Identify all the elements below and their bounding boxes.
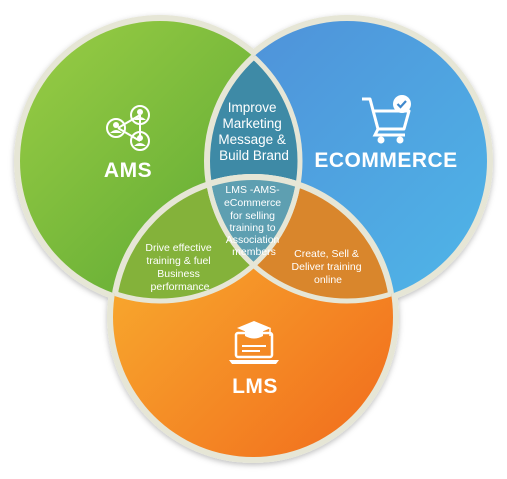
ams-label: AMS: [104, 159, 152, 182]
ecommerce-label: ECOMMERCE: [314, 149, 457, 172]
lms-label: LMS: [232, 375, 278, 398]
overlap-ecommerce-lms-label: Create, Sell & Deliver training online: [292, 248, 365, 286]
laptop-graduation-cap-icon: [229, 321, 279, 364]
people-network-icon: [106, 105, 150, 151]
overlap-center-label: LMS -AMS- eCommerce for selling training…: [224, 184, 284, 258]
shopping-cart-check-icon: [362, 95, 411, 144]
overlap-ams-lms-label: Drive effective training & fuel Business…: [145, 242, 214, 293]
overlap-ams-ecommerce-label: Improve Marketing Message & Build Brand: [218, 100, 289, 163]
